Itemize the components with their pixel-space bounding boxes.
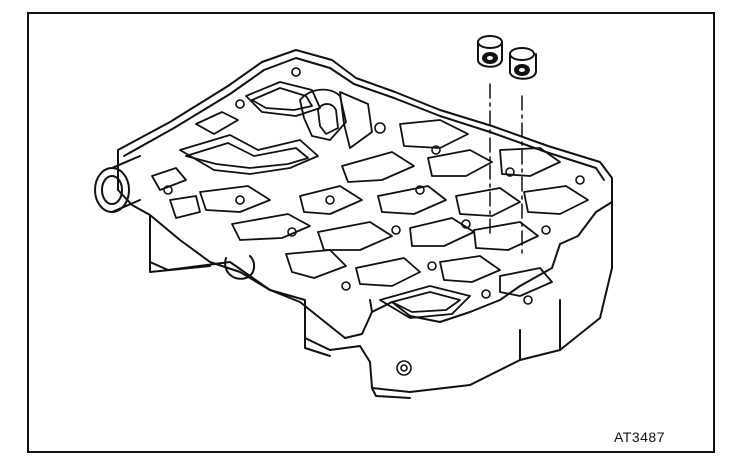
plug-right — [509, 47, 537, 80]
valve-body-end-boss — [94, 155, 141, 213]
check-ball-plugs — [477, 35, 537, 80]
valve-body-lower-casting — [149, 201, 613, 399]
plug-installation-guide-lines — [489, 83, 523, 255]
valve-body-plate-outline — [117, 49, 613, 339]
plug-left — [477, 35, 503, 68]
valve-body-fluid-passages — [151, 81, 589, 319]
figure-code-label: AT3487 — [614, 429, 665, 445]
valve-body-bolt-holes — [163, 67, 585, 376]
